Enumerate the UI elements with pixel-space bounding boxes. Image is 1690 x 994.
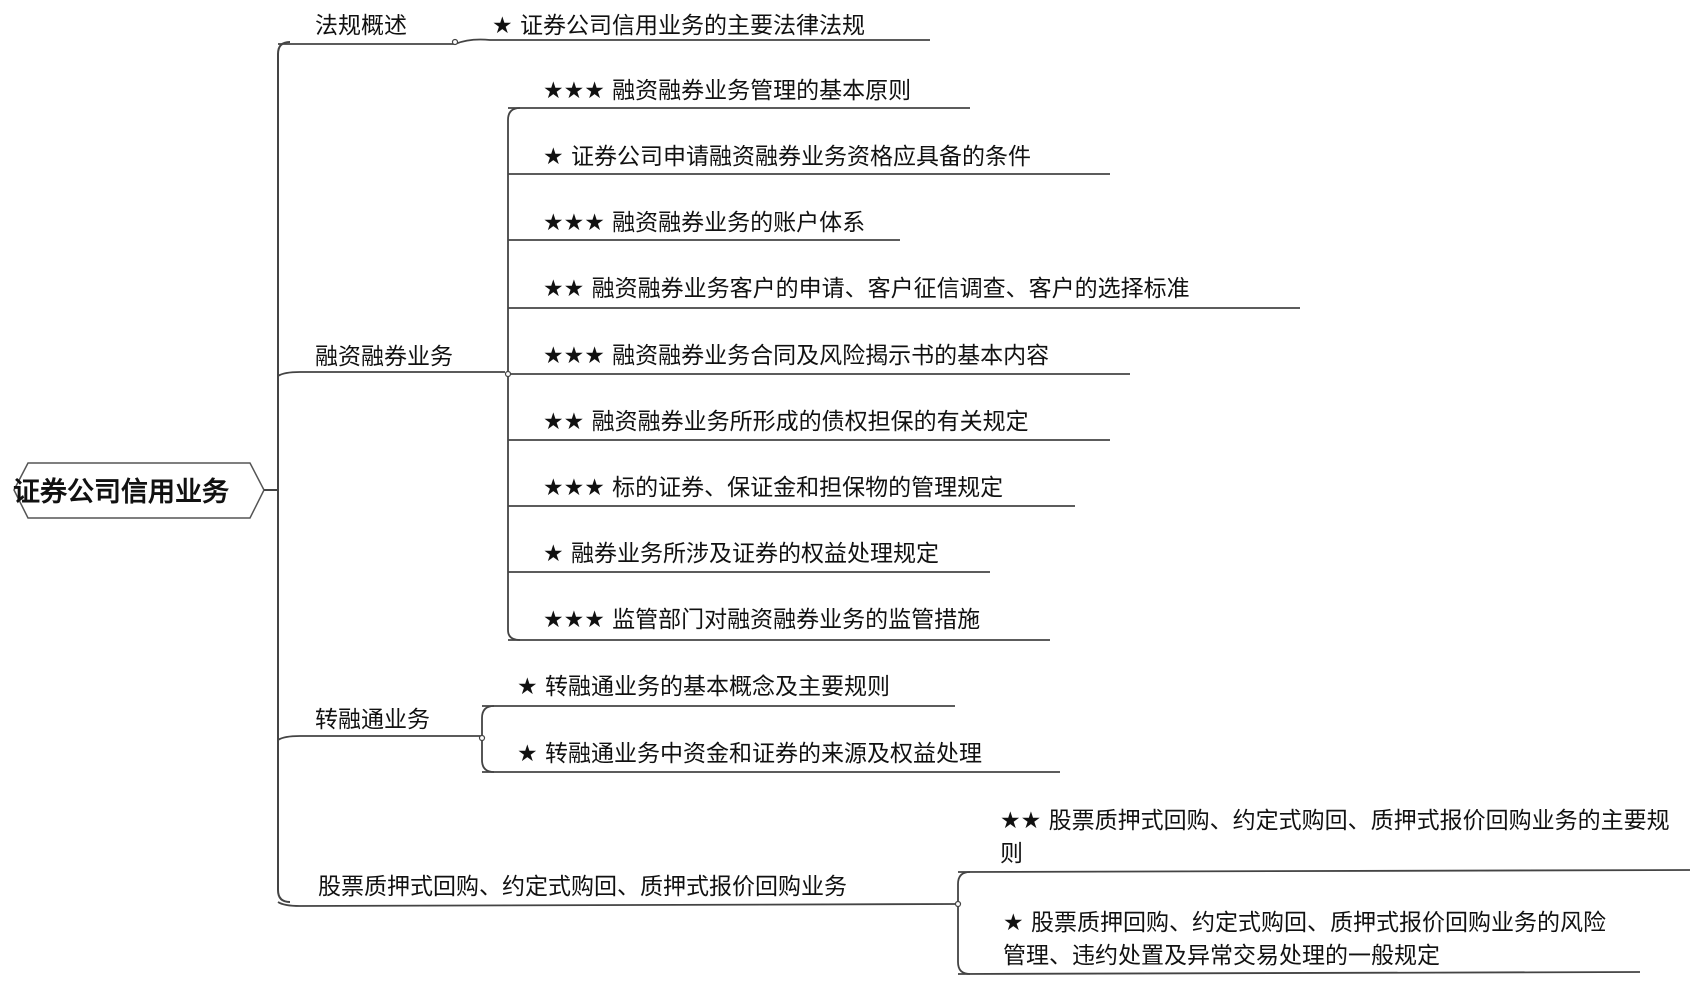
importance-stars: ★★★ (543, 343, 613, 369)
importance-stars: ★ (517, 741, 545, 767)
leaf-item: ★★ 股票质押式回购、约定式购回、质押式报价回购业务的主要规则 (1000, 805, 1680, 871)
leaf-item: ★★★ 标的证券、保证金和担保物的管理规定 (543, 474, 1003, 502)
leaf-item: ★ 证券公司申请融资融券业务资格应具备的条件 (543, 143, 1031, 171)
branch-rongzi-underline (277, 371, 505, 377)
leaf-item: ★★ 融资融券业务所形成的债权担保的有关规定 (543, 408, 1029, 436)
leaf-item: ★★ 融资融券业务客户的申请、客户征信调查、客户的选择标准 (543, 275, 1190, 303)
leaf-text: 转融通业务的基本概念及主要规则 (544, 674, 890, 700)
leaf-item: ★ 转融通业务的基本概念及主要规则 (517, 673, 890, 701)
leaf-item: ★ 转融通业务中资金和证券的来源及权益处理 (517, 740, 982, 768)
leaf-text: 融资融券业务管理的基本原则 (612, 78, 912, 104)
branch-label-zhuanrongtong: 转融通业务 (315, 707, 430, 733)
leaf-text: 股票质押回购、约定式购回、质押式报价回购业务的风险管理、违约处置及异常交易处理的… (1003, 910, 1606, 969)
importance-stars: ★★ (1000, 808, 1049, 834)
main-trunk-line (277, 41, 291, 903)
importance-stars: ★ (492, 13, 520, 39)
leaf-text: 股票质押式回购、约定式购回、质押式报价回购业务的主要规则 (1000, 808, 1670, 867)
leaf-item: ★★★ 融资融券业务管理的基本原则 (543, 77, 911, 105)
branch-gupiao-bracket (957, 871, 971, 975)
leaf-text: 融资融券业务所形成的债权担保的有关规定 (591, 409, 1029, 435)
leaf-text: 标的证券、保证金和担保物的管理规定 (612, 475, 1004, 501)
branch-label-faguigaishu: 法规概述 (315, 13, 407, 39)
importance-stars: ★★★ (543, 607, 613, 633)
importance-stars: ★★ (543, 409, 592, 435)
importance-stars: ★★ (543, 276, 592, 302)
leaf-item: ★ 融券业务所涉及证券的权益处理规定 (543, 540, 939, 568)
branch-label-rongzirongquan: 融资融券业务 (315, 344, 453, 370)
leaf-text: 融资融券业务合同及风险揭示书的基本内容 (612, 343, 1050, 369)
importance-stars: ★★★ (543, 78, 613, 104)
importance-stars: ★★★ (543, 210, 613, 236)
importance-stars: ★ (543, 144, 571, 170)
leaf-text: 监管部门对融资融券业务的监管措施 (612, 607, 981, 633)
importance-stars: ★ (543, 541, 571, 567)
branch-zhuanrongtong-underline (277, 735, 482, 741)
importance-stars: ★ (1003, 910, 1031, 936)
leaf-item: ★★★ 监管部门对融资融券业务的监管措施 (543, 606, 980, 634)
leaf-text: 证券公司申请融资融券业务资格应具备的条件 (570, 144, 1031, 170)
importance-stars: ★★★ (543, 475, 613, 501)
leaf-text: 转融通业务中资金和证券的来源及权益处理 (544, 741, 982, 767)
branch-label-gupiaozhiya: 股票质押式回购、约定式购回、质押式报价回购业务 (318, 874, 847, 900)
leaf-item: ★ 股票质押回购、约定式购回、质押式报价回购业务的风险管理、违约处置及异常交易处… (1003, 907, 1623, 973)
leaf-underline (957, 869, 1690, 873)
leaf-text: 融资融券业务客户的申请、客户征信调查、客户的选择标准 (591, 276, 1190, 302)
importance-stars: ★ (517, 674, 545, 700)
leaf-text: 融券业务所涉及证券的权益处理规定 (570, 541, 939, 567)
leaf-item: ★★★ 融资融券业务合同及风险揭示书的基本内容 (543, 342, 1049, 370)
leaf-connector (454, 38, 930, 45)
branch-gupiao-underline (277, 901, 959, 907)
leaf-item: ★ 证券公司信用业务的主要法律法规 (492, 12, 865, 40)
root-node-label: 证券公司信用业务 (13, 477, 229, 508)
leaf-text: 融资融券业务的账户体系 (612, 210, 866, 236)
leaf-item: ★★★ 融资融券业务的账户体系 (543, 209, 865, 237)
leaf-underline (957, 971, 1641, 975)
leaf-text: 证券公司信用业务的主要法律法规 (519, 13, 865, 39)
